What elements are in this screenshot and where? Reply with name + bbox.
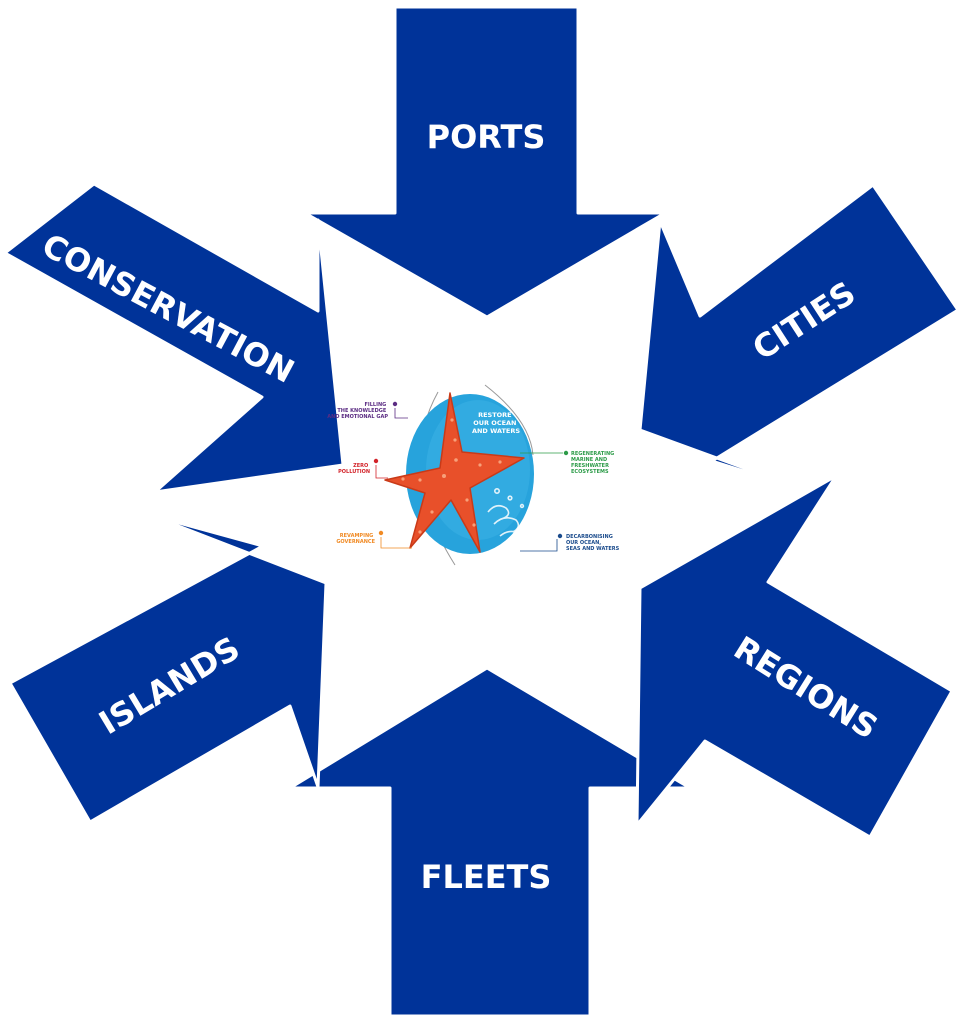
arrow-islands: ISLANDS [8, 513, 328, 824]
arrow-conservation: CONSERVATION [3, 182, 345, 494]
ecosystems-line-1: REGENERATING [571, 451, 614, 457]
mission-title: RESTORE OUR OCEAN AND WATERS [472, 411, 520, 435]
starfish-icon [384, 392, 525, 553]
objective-pollution: ZERO POLLUTION [338, 458, 388, 479]
objective-decarbonising: DECARBONISING OUR OCEAN, SEAS AND WATERS [520, 533, 620, 552]
objective-governance: REVAMPING GOVERNANCE [336, 530, 412, 549]
objective-knowledge: FILLING THE KNOWLEDGE AND EMOTIONAL GAP [327, 401, 408, 420]
governance-line-1: REVAMPING [340, 533, 373, 539]
arrow-cities: CITIES [638, 183, 960, 494]
pollution-line-2: POLLUTION [338, 469, 370, 475]
mission-title-line-1: RESTORE [478, 411, 512, 419]
governance-line-2: GOVERNANCE [336, 539, 375, 545]
knowledge-line-1: FILLING [364, 402, 386, 408]
svg-text:ZERO POLLUTION: ZERO POLLUTION [338, 463, 370, 475]
svg-text:FILLING THE KNOWLEDGE: FILLING THE KNOWLEDGE AND EMOTIONAL GAP [327, 402, 388, 420]
arrow-regions: REGIONS [635, 474, 954, 839]
knowledge-line-3: AND EMOTIONAL GAP [327, 414, 388, 420]
svg-text:REGENERATING MARINE AN: REGENERATING MARINE AND FRESHWATER ECOSY… [571, 451, 616, 475]
arrow-fleets-label: FLEETS [421, 858, 552, 896]
arrow-fleets: FLEETS [288, 666, 692, 1016]
ecosystems-line-2: MARINE AND [571, 457, 607, 463]
mission-title-line-3: AND WATERS [472, 427, 520, 435]
objective-ecosystems: REGENERATING MARINE AND FRESHWATER ECOSY… [520, 450, 616, 475]
outer-ring-right [484, 384, 534, 456]
svg-text:REVAMPING GOVERNANCE: REVAMPING GOVERNANCE [336, 533, 375, 545]
knowledge-line-2: THE KNOWLEDGE [337, 408, 386, 414]
wave-icon [487, 487, 525, 537]
decarbonising-line-2: OUR OCEAN, [566, 540, 601, 546]
svg-text:DECARBONISING OUR OCEA: DECARBONISING OUR OCEAN, SEAS AND WATERS [566, 534, 620, 552]
decarbonising-line-3: SEAS AND WATERS [566, 546, 620, 552]
pollution-line-1: ZERO [353, 463, 368, 469]
decarbonising-line-1: DECARBONISING [566, 534, 613, 540]
arrow-ports-label: PORTS [427, 118, 546, 156]
mission-graphic: RESTORE OUR OCEAN AND WATERS FILLING THE… [327, 384, 620, 566]
mission-title-line-2: OUR OCEAN [473, 419, 516, 427]
ecosystems-line-4: ECOSYSTEMS [571, 469, 609, 475]
arrow-ports: PORTS [303, 5, 667, 319]
starfish-texture [401, 418, 502, 534]
ecosystems-line-3: FRESHWATER [571, 463, 609, 469]
